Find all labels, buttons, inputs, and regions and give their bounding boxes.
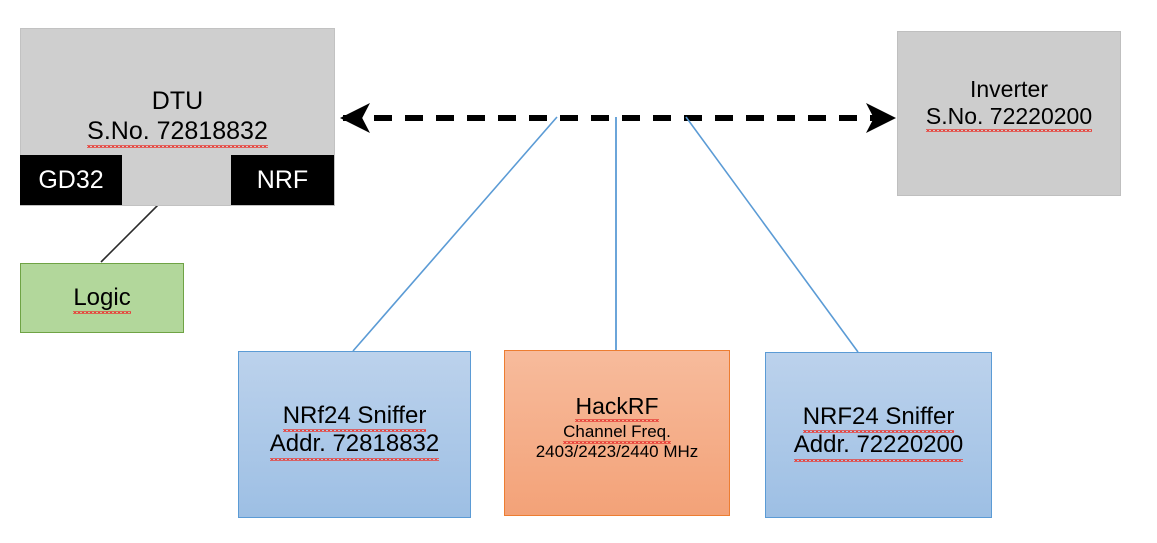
logic-label: Logic xyxy=(73,283,132,315)
sniffer-right-label: NRF24 Sniffer xyxy=(802,403,955,434)
nrf-node[interactable]: NRF xyxy=(231,155,334,205)
sniffer-left-node[interactable]: NRf24 Sniffer Addr. 72818832 xyxy=(238,351,471,518)
hackrf-node[interactable]: HackRF Channel Freq. 2403/2423/2440 MHz xyxy=(504,350,730,516)
dtu-serial: S.No. 72818832 xyxy=(87,116,268,148)
sniffer-right-address: Addr. 72220200 xyxy=(793,431,964,462)
gd32-node[interactable]: GD32 xyxy=(20,155,122,205)
hackrf-frequencies: 2403/2423/2440 MHz xyxy=(535,442,699,462)
logic-node[interactable]: Logic xyxy=(20,263,184,333)
sniffer-left-tap xyxy=(352,116,558,352)
inverter-node[interactable]: Inverter S.No. 72220200 xyxy=(897,31,1121,196)
inverter-serial: S.No. 72220200 xyxy=(925,103,1093,133)
sniffer-right-node[interactable]: NRF24 Sniffer Addr. 72220200 xyxy=(765,352,992,518)
sniffer-right-tap xyxy=(685,116,859,353)
sniffer-left-address: Addr. 72818832 xyxy=(269,430,440,461)
dtu-label: DTU xyxy=(151,87,204,115)
sniffer-left-label: NRf24 Sniffer xyxy=(282,402,427,433)
gd32-label: GD32 xyxy=(38,165,104,194)
inverter-label: Inverter xyxy=(970,76,1048,102)
nrf-label: NRF xyxy=(256,165,309,194)
hackrf-label: HackRF xyxy=(575,393,659,423)
hackrf-caption: Channel Freq. xyxy=(563,422,671,445)
